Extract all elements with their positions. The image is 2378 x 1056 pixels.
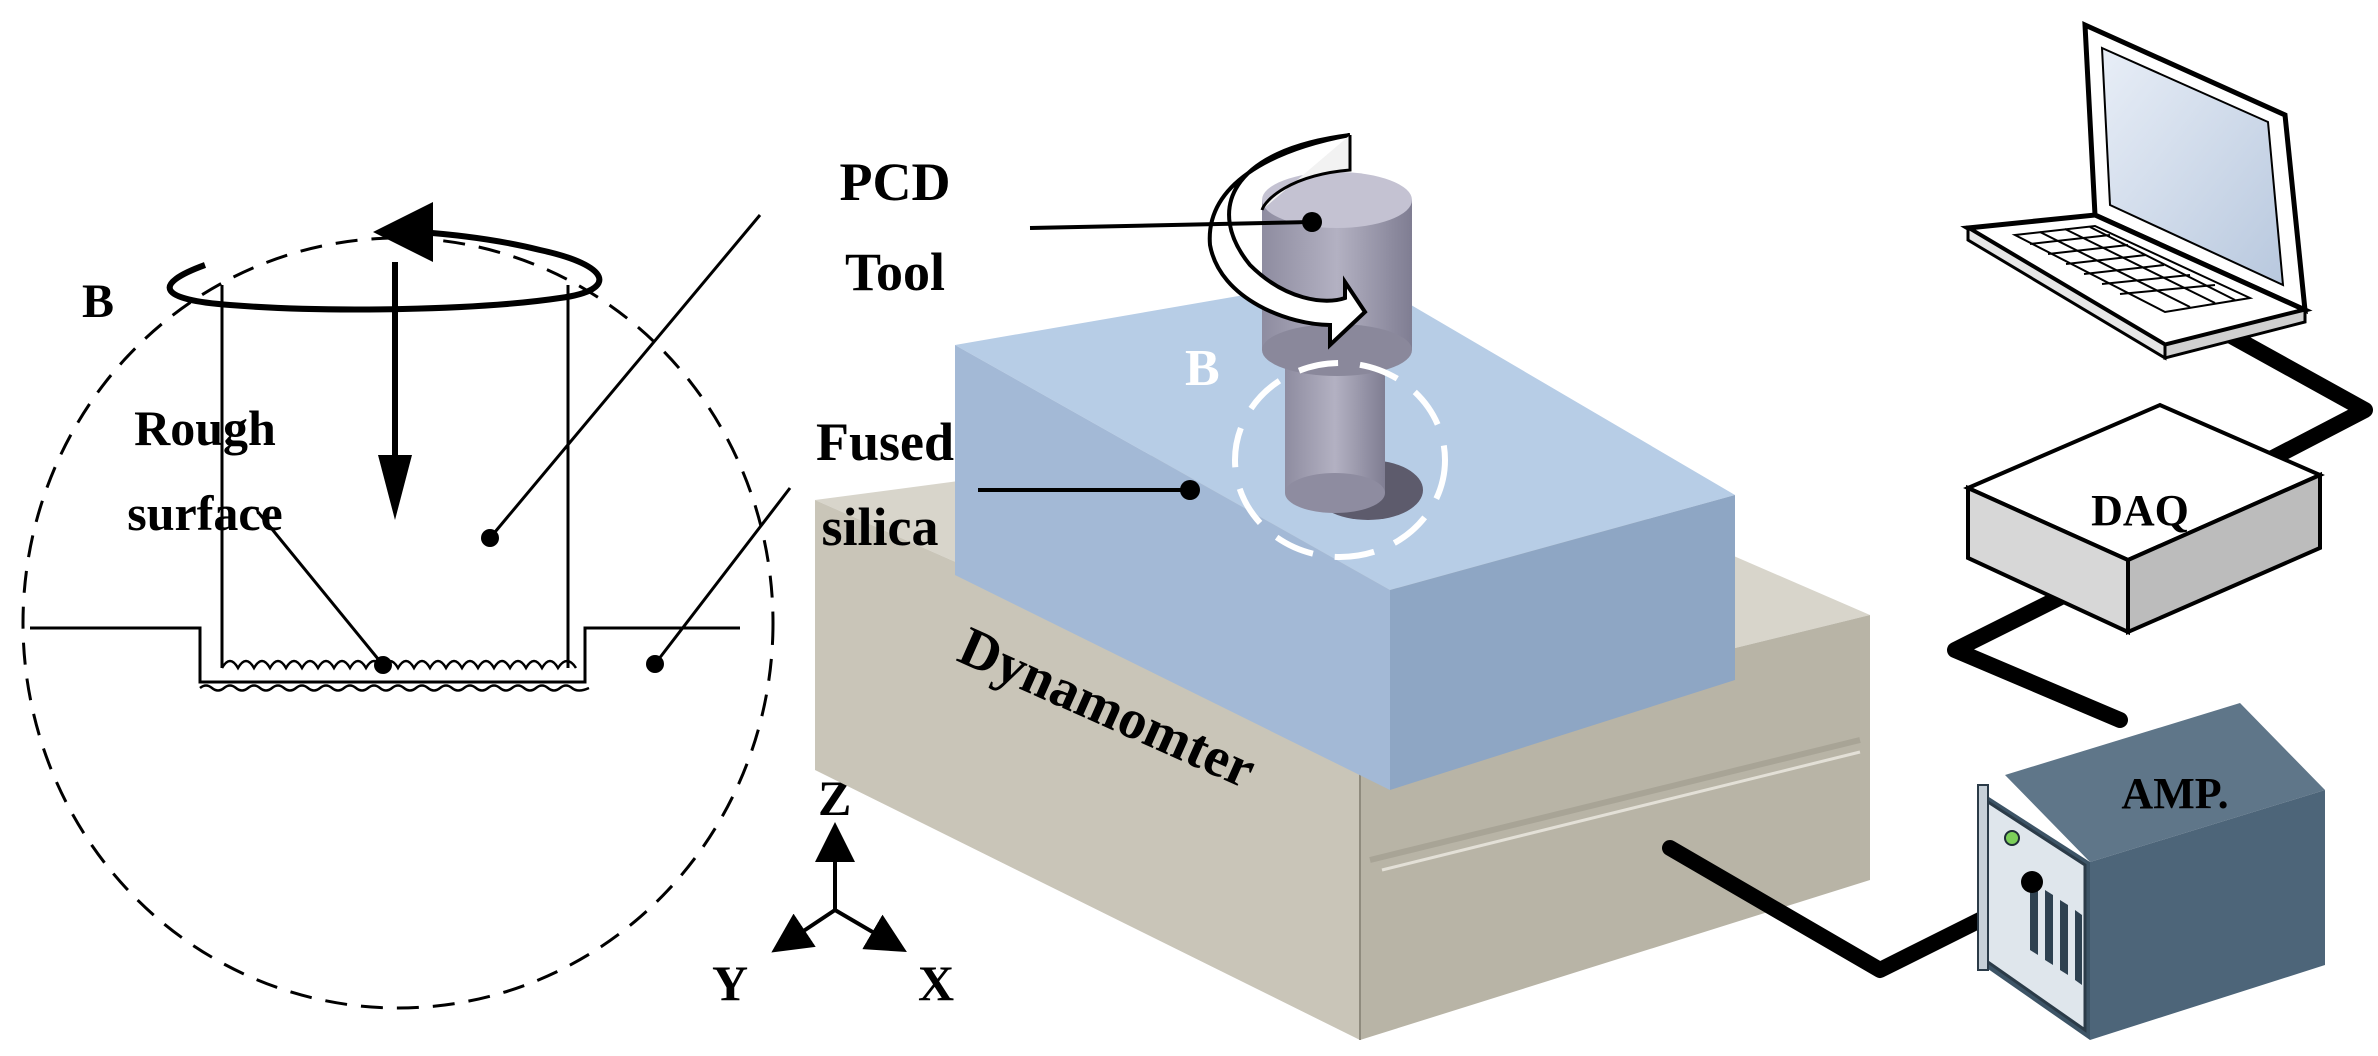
amp-label: AMP.: [2121, 769, 2228, 818]
daq-box: DAQ: [1963, 402, 2325, 636]
silica-label-line2: silica: [822, 497, 939, 557]
pcd-callout-dot: [1302, 212, 1322, 232]
silica-label-callout-dot: [1180, 480, 1200, 500]
laptop-icon: [1960, 21, 2313, 361]
workpiece-surface-line: [30, 626, 740, 684]
silica-right-face: [1390, 495, 1735, 790]
y-axis-arrow: [771, 908, 837, 953]
tool-callout-dot: [481, 529, 499, 547]
rough-callout-line: [256, 511, 385, 666]
x-axis-arrow: [833, 908, 907, 953]
daq-label: DAQ: [2091, 486, 2189, 535]
feed-arrow-head: [378, 455, 412, 520]
rough-callout-dot: [374, 656, 392, 674]
silica-callout-dot: [646, 655, 664, 673]
region-b-circle: [1232, 360, 1448, 560]
pcd-label-line2: Tool: [845, 242, 945, 302]
tool-callout-line: [488, 214, 762, 539]
detail-label-b: B: [82, 275, 114, 328]
rotation-arc: [166, 229, 603, 313]
cable-daq-to-amp: [1947, 582, 2128, 728]
amp-power-led-icon: [2004, 830, 2020, 846]
laptop-keyboard-icon: [2011, 224, 2254, 314]
rough-surface-wave: [220, 659, 578, 671]
amp-right: [2090, 790, 2325, 1040]
daq-front-right: [2126, 471, 2322, 636]
detail-view: B Rough surface: [21, 202, 792, 1010]
amplifier: AMP.: [1977, 703, 2325, 1040]
amp-input-port-icon: [2021, 871, 2043, 893]
detail-boundary-circle: [21, 236, 775, 1010]
dynamometer-left-face: [815, 500, 1360, 1040]
amp-top: [2005, 703, 2325, 862]
amp-slots: [2030, 880, 2082, 985]
axis-label-x: X: [918, 955, 954, 1011]
tool-top-face: [1262, 172, 1412, 228]
silica-left-face: [955, 345, 1390, 790]
pcd-label-line1: PCD: [840, 152, 951, 212]
cable-laptop-to-daq: [2180, 304, 2373, 470]
rotation-ribbon-icon: [1207, 133, 1368, 350]
axis-label-y: Y: [712, 955, 748, 1011]
pcd-callout-line: [1029, 220, 1313, 230]
silica-label-line1: Fused: [816, 412, 954, 472]
rough-surface-label-line2: surface: [127, 485, 283, 541]
workpiece-bottom-roughness: [199, 684, 590, 692]
rough-surface-label-line1: Rough: [134, 400, 276, 456]
silica-callout-line: [653, 487, 792, 665]
pcd-tool: B: [1185, 133, 1448, 560]
laptop-screen: [2100, 46, 2285, 287]
region-b-label: B: [1185, 340, 1220, 397]
